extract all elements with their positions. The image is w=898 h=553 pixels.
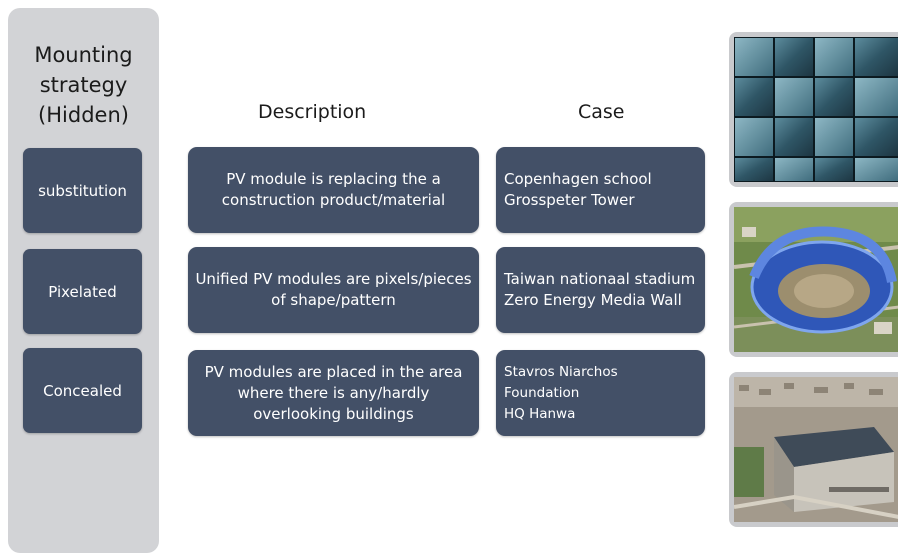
foundation-photo bbox=[729, 372, 898, 527]
foundation-building-image bbox=[734, 377, 898, 522]
stadium-aerial-image bbox=[734, 207, 898, 352]
case-substitution: Copenhagen school Grosspeter Tower bbox=[496, 147, 705, 233]
strategy-pixelated: Pixelated bbox=[23, 249, 142, 334]
case-concealed: Stavros Niarchos Foundation HQ Hanwa bbox=[496, 350, 705, 436]
description-header: Description bbox=[258, 101, 367, 123]
case-pixelated: Taiwan nationaal stadium Zero Energy Med… bbox=[496, 247, 705, 333]
facade-panels-image bbox=[734, 37, 898, 182]
strategy-concealed: Concealed bbox=[23, 348, 142, 433]
facade-photo bbox=[729, 32, 898, 187]
description-pixelated: Unified PV modules are pixels/pieces of … bbox=[188, 247, 479, 333]
strategy-substitution: substitution bbox=[23, 148, 142, 233]
description-substitution: PV module is replacing the a constructio… bbox=[188, 147, 479, 233]
stadium-photo bbox=[729, 202, 898, 357]
description-concealed: PV modules are placed in the area where … bbox=[188, 350, 479, 436]
case-header: Case bbox=[578, 101, 625, 123]
sidebar-title: Mounting strategy (Hidden) bbox=[34, 43, 133, 127]
